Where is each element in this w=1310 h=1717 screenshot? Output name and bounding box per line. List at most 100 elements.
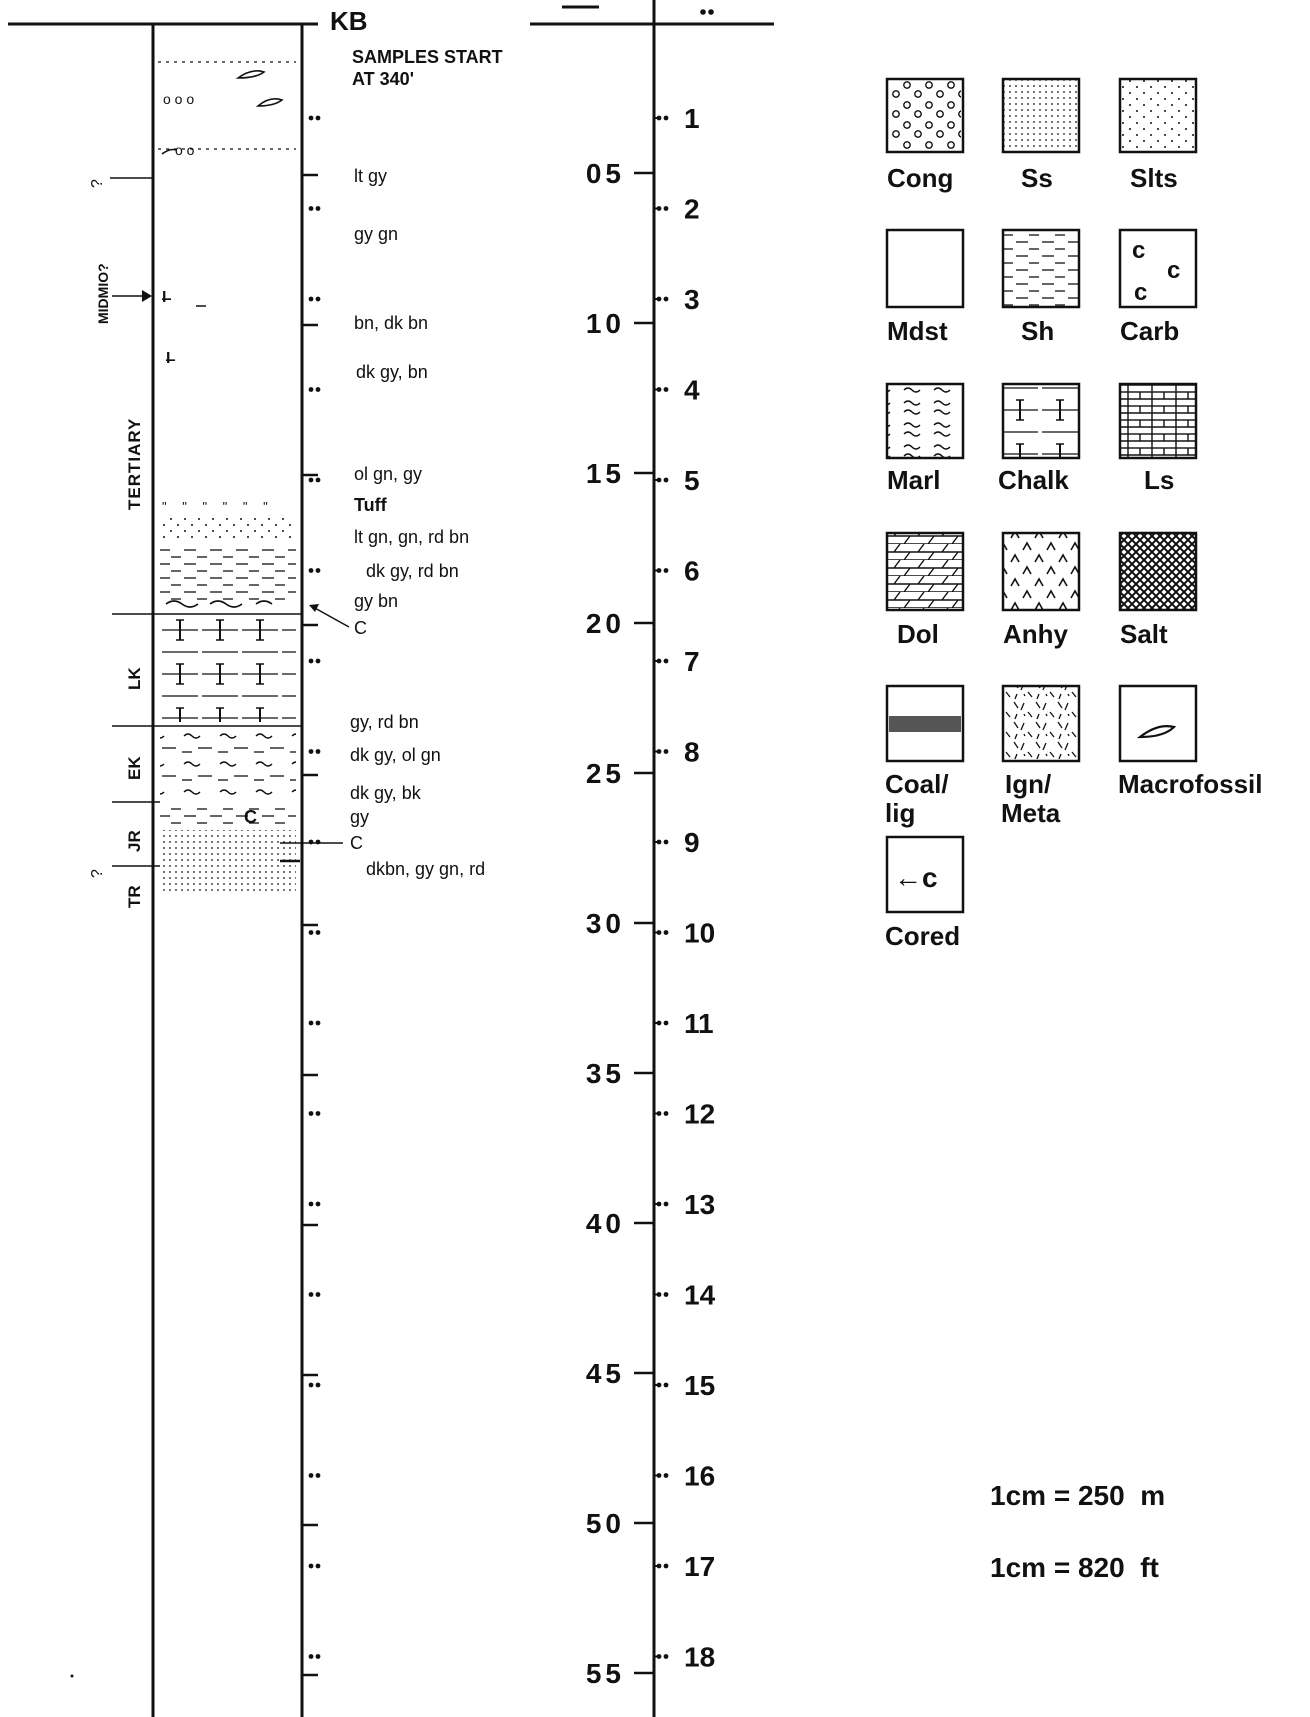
sample-dot xyxy=(656,749,662,754)
depth-label: 15 xyxy=(586,458,625,489)
legend-swatch-chalk xyxy=(1001,382,1081,460)
legend-swatch-ls xyxy=(1118,382,1198,460)
column-sample-dot xyxy=(315,749,321,754)
lithology-legend: Cong Ss Slts Mdst Sh c c c Carb Marl Cha… xyxy=(885,77,1263,951)
depth-label: 50 xyxy=(586,1508,625,1539)
sample-number: 4 xyxy=(684,375,700,406)
chalk-mark: I̶ xyxy=(161,289,171,306)
legend-cored-symbol: ←c xyxy=(894,862,938,893)
sample-dot xyxy=(656,930,662,935)
sample-dot xyxy=(656,1201,662,1207)
legend-label-coal-2: lig xyxy=(885,798,915,828)
legend-label-sh: Sh xyxy=(1021,316,1054,346)
lithology-column: o o o o o I̶ I̶ " " " " " " C xyxy=(112,24,304,1717)
legend-carb-c3: c xyxy=(1134,279,1147,306)
legend-label-salt: Salt xyxy=(1120,619,1168,649)
samples-start-line2: AT 340' xyxy=(352,69,414,89)
column-sample-dot xyxy=(315,1020,321,1026)
sample-dot xyxy=(656,477,662,483)
column-sample-dot xyxy=(315,115,321,121)
legend-swatch-ss xyxy=(1001,77,1081,154)
sample-dot xyxy=(656,387,662,392)
chalk-mark-2: I̶ xyxy=(165,350,175,367)
desc-item: dk gy, rd bn xyxy=(366,561,459,581)
legend-label-coal-1: Coal/ xyxy=(885,769,949,799)
sample-dot xyxy=(663,1020,669,1026)
question-mark-top: ? xyxy=(89,179,106,188)
column-sample-dot xyxy=(315,1473,321,1478)
desc-item: dkbn, gy gn, rd xyxy=(366,859,485,879)
legend-label-slts: Slts xyxy=(1130,163,1178,193)
sample-dot xyxy=(656,658,662,664)
column-sample-dot xyxy=(308,1111,314,1116)
column-sample-dot xyxy=(308,658,314,664)
column-sample-dot xyxy=(308,1292,314,1297)
sample-dot xyxy=(663,296,669,302)
sample-dot xyxy=(663,749,669,754)
legend-swatch-anhy xyxy=(1001,531,1081,612)
column-sample-dot xyxy=(308,387,314,392)
sample-number: 1 xyxy=(684,103,700,134)
legend-swatch-marl xyxy=(885,382,965,460)
column-sample-dot xyxy=(315,477,321,483)
desc-item: C xyxy=(354,618,367,638)
age-tr: TR xyxy=(125,885,144,908)
legend-swatch-slts xyxy=(1118,77,1198,154)
age-jr: JR xyxy=(125,830,144,852)
sample-number: 6 xyxy=(684,556,700,587)
desc-item: dk gy, ol gn xyxy=(350,745,441,765)
legend-carb-c2: c xyxy=(1167,257,1180,284)
sample-dot xyxy=(656,206,662,211)
column-sample-dot xyxy=(315,658,321,664)
cong-marks: o o o xyxy=(163,91,194,107)
legend-swatch-carb xyxy=(1118,228,1198,309)
column-sample-dot xyxy=(308,477,314,483)
sample-number: 3 xyxy=(684,284,700,315)
legend-label-chalk: Chalk xyxy=(998,465,1069,495)
desc-item: dk gy, bn xyxy=(356,362,428,382)
sample-number: 16 xyxy=(684,1461,715,1492)
legend-label-ign-1: Ign/ xyxy=(1005,769,1051,799)
desc-item: gy gn xyxy=(354,224,398,244)
column-sample-dot xyxy=(308,568,314,573)
depth-label: 10 xyxy=(586,308,625,339)
column-sample-dot xyxy=(308,296,314,302)
legend-swatch-mdst xyxy=(885,228,965,309)
desc-item: lt gn, gn, rd bn xyxy=(354,527,469,547)
legend-label-dol: Dol xyxy=(897,619,939,649)
column-sample-dot xyxy=(315,387,321,392)
sample-dot xyxy=(663,658,669,664)
legend-swatch-dol xyxy=(885,531,965,612)
column-sample-dot xyxy=(315,1111,321,1116)
age-midmio: MIDMIO? xyxy=(95,263,111,324)
column-sample-dot xyxy=(315,206,321,211)
sample-dot xyxy=(656,296,662,302)
depth-label: 20 xyxy=(586,608,625,639)
age-ek: EK xyxy=(125,756,144,780)
sample-dot xyxy=(663,1473,669,1478)
column-sample-dot xyxy=(315,930,321,935)
kb-label: KB xyxy=(330,6,368,36)
sample-dot xyxy=(656,1020,662,1026)
legend-label-ls: Ls xyxy=(1144,465,1174,495)
sample-dot xyxy=(663,206,669,211)
depth-label: 25 xyxy=(586,758,625,789)
sample-number: 14 xyxy=(684,1280,716,1311)
legend-label-mdst: Mdst xyxy=(887,316,948,346)
legend-label-cong: Cong xyxy=(887,163,953,193)
legend-label-carb: Carb xyxy=(1120,316,1179,346)
column-sample-dot xyxy=(308,930,314,935)
sample-dot xyxy=(656,1473,662,1478)
age-tertiary: TERTIARY xyxy=(125,418,144,510)
legend-label-marl: Marl xyxy=(887,465,940,495)
sample-dot xyxy=(656,1382,662,1388)
sample-number: 10 xyxy=(684,918,715,949)
sample-dot xyxy=(663,1382,669,1388)
cong-marks-2: o o xyxy=(175,142,195,158)
top-reference-lines xyxy=(8,5,774,26)
legend-swatch-macrofossil xyxy=(1118,684,1198,763)
desc-item: ol gn, gy xyxy=(354,464,422,484)
age-labels: MIDMIO? TERTIARY LK EK JR TR ? ? xyxy=(89,177,153,908)
sample-number: 2 xyxy=(684,194,700,225)
